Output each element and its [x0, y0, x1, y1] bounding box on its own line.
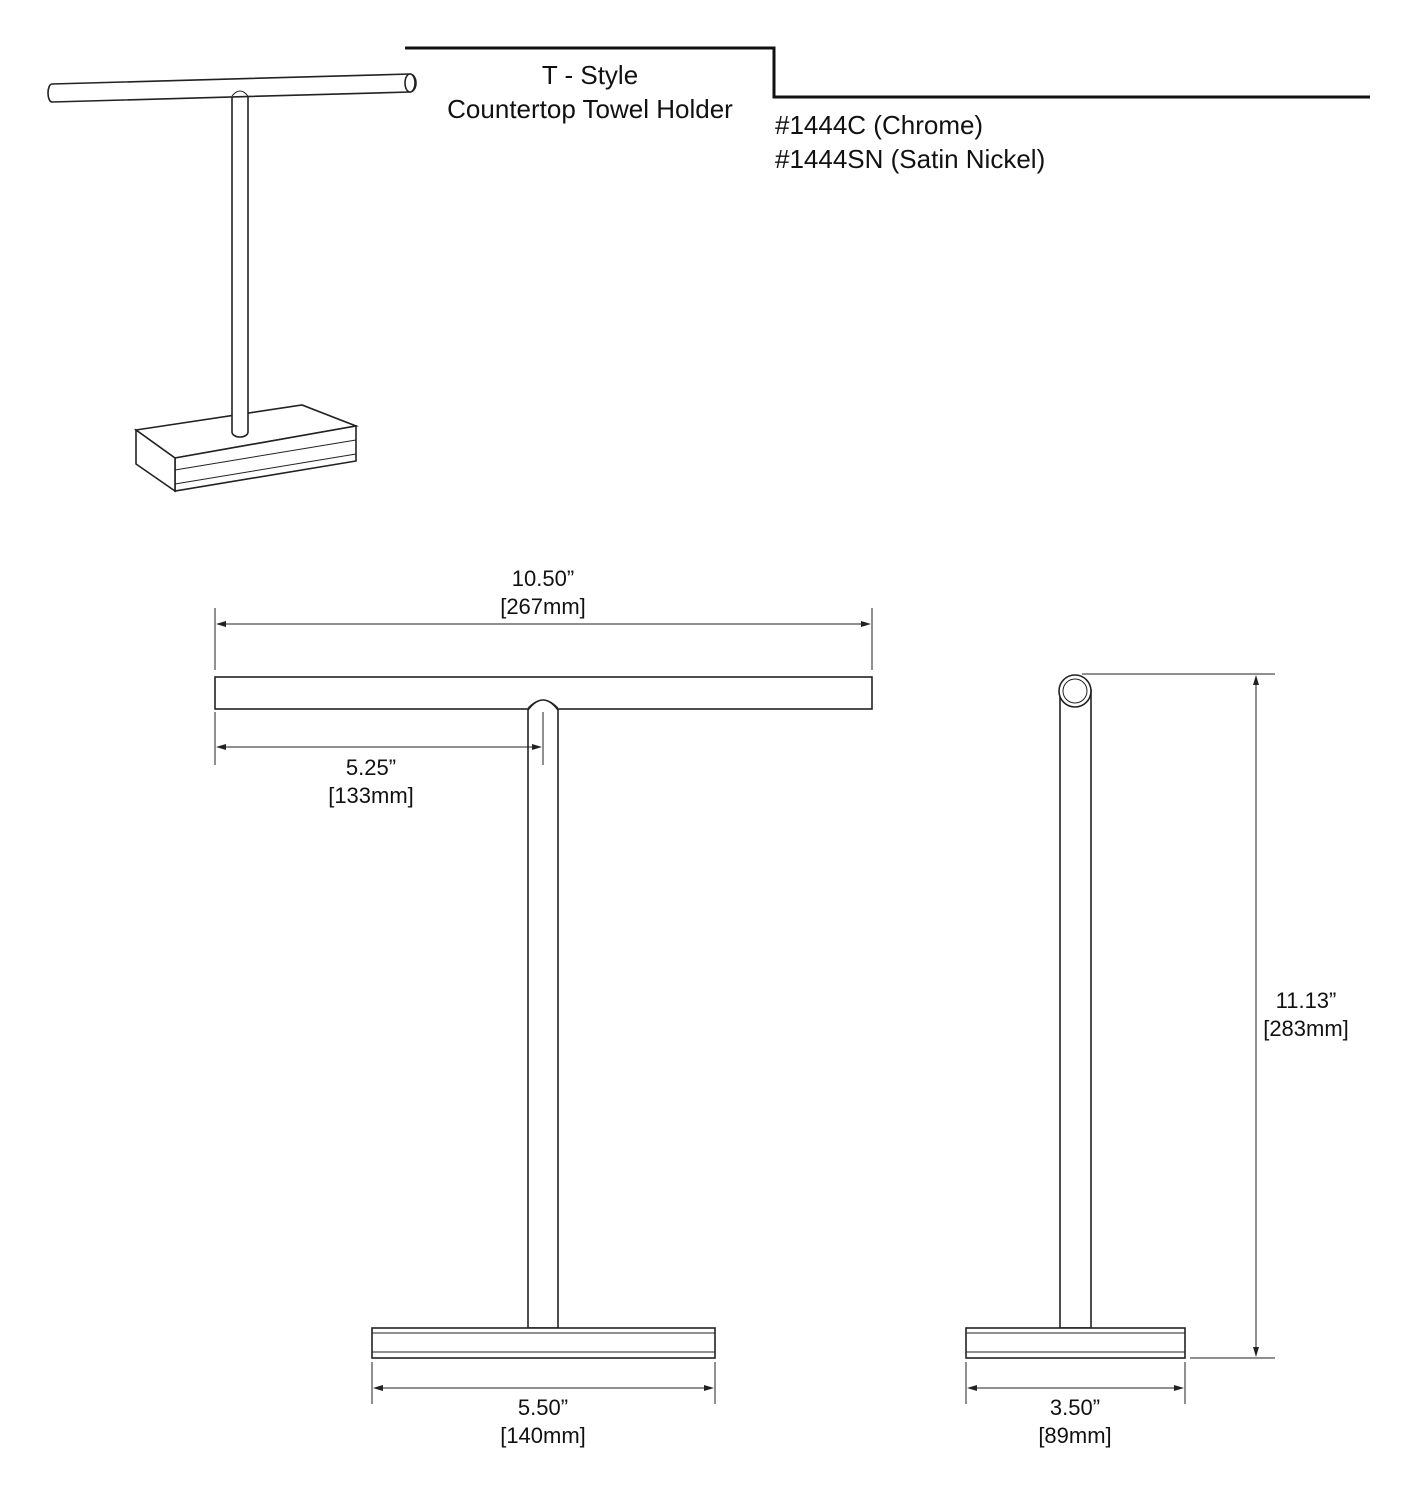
dim-base-width: 5.50” [140mm]: [443, 1394, 643, 1450]
dimension-lines: [214, 608, 1275, 1404]
dim-overall-width-in: 10.50”: [511, 566, 575, 591]
perspective-view: [47, 73, 417, 493]
title-line-1: T - Style: [541, 60, 639, 90]
product-title: T - Style Countertop Towel Holder: [410, 58, 770, 126]
dim-overall-width: 10.50” [267mm]: [443, 565, 643, 621]
dim-base-depth: 3.50” [89mm]: [975, 1394, 1175, 1450]
dim-base-depth-mm: [89mm]: [1038, 1423, 1112, 1448]
iso-base-side: [135, 428, 176, 493]
dim-base-width-in: 5.50”: [517, 1395, 569, 1420]
side-post: [1059, 689, 1092, 1329]
model-satin-nickel: #1444SN (Satin Nickel): [775, 144, 1046, 174]
dim-overall-width-mm: [267mm]: [500, 594, 586, 619]
dim-height-mm: [283mm]: [1263, 1016, 1349, 1041]
dim-height: 11.13” [283mm]: [1206, 987, 1406, 1043]
dim-height-in: 11.13”: [1275, 988, 1337, 1013]
header-rule: [405, 46, 1370, 99]
side-bar-end: [1058, 674, 1092, 708]
front-view: [214, 676, 873, 1359]
dim-base-depth-in: 3.50”: [1049, 1395, 1101, 1420]
dim-arm-to-post: 5.25” [133mm]: [271, 754, 471, 810]
side-view: [965, 674, 1186, 1359]
iso-post: [231, 95, 249, 438]
dim-base-width-mm: [140mm]: [500, 1423, 586, 1448]
model-chrome: #1444C (Chrome): [775, 110, 984, 140]
model-numbers: #1444C (Chrome) #1444SN (Satin Nickel): [775, 108, 1045, 176]
title-line-2: Countertop Towel Holder: [447, 94, 733, 124]
front-post: [527, 699, 559, 1329]
dim-arm-to-post-mm: [133mm]: [328, 783, 414, 808]
dim-arm-to-post-in: 5.25”: [345, 755, 397, 780]
